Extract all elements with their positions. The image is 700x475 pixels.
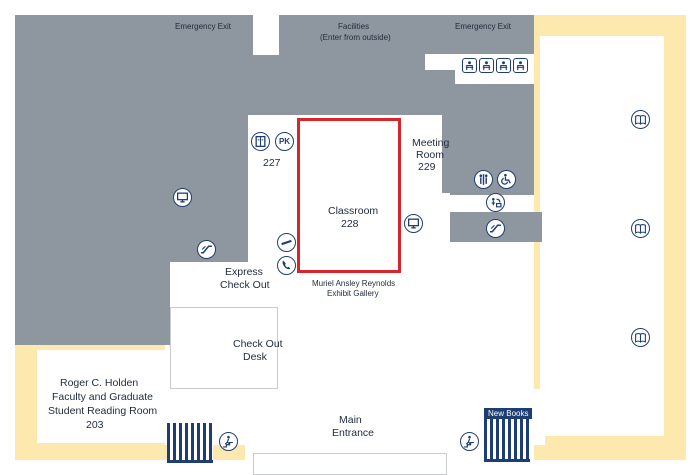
reading-room bbox=[37, 350, 165, 445]
entrance-vestibule bbox=[253, 453, 447, 475]
reading-room-label-2: Faculty and Graduate bbox=[52, 391, 153, 403]
stairs-icon bbox=[219, 432, 238, 451]
corridor-227 bbox=[248, 115, 296, 193]
emergency-exit-left-label: Emergency Exit bbox=[175, 22, 232, 31]
book-icon bbox=[631, 110, 650, 129]
restroom-icon bbox=[474, 170, 493, 189]
reading-room-label-1: Roger C. Holden bbox=[60, 377, 139, 389]
express-checkout-label-line2: Check Out bbox=[220, 279, 270, 291]
book-icon bbox=[631, 219, 650, 238]
stairs-right bbox=[484, 418, 530, 462]
classroom-228-highlight[interactable] bbox=[297, 118, 401, 273]
classroom-number-label: 228 bbox=[341, 218, 359, 230]
stairs-icon bbox=[460, 432, 479, 451]
facilities-label: Facilities bbox=[338, 22, 370, 31]
exhibit-gallery-label-line2: Exhibit Gallery bbox=[327, 289, 379, 298]
study-carrel-icon bbox=[496, 58, 511, 73]
book-icon bbox=[631, 328, 650, 347]
computer-icon bbox=[404, 214, 423, 233]
facilities-note-label: (Enter from outside) bbox=[320, 33, 391, 42]
study-carrel-icon bbox=[479, 58, 494, 73]
reading-room-number-label: 203 bbox=[86, 419, 104, 431]
checkout-desk-area bbox=[170, 307, 278, 389]
building-mass-right-upper bbox=[440, 15, 542, 195]
meeting-room-label: Meeting bbox=[412, 137, 450, 149]
new-books-badge: New Books bbox=[484, 408, 533, 419]
stairs-left bbox=[167, 423, 213, 463]
main-entrance-label-line2: Entrance bbox=[332, 427, 375, 439]
meeting-room-229 bbox=[400, 115, 442, 193]
pk-icon: PK bbox=[275, 132, 294, 151]
room-227-label: 227 bbox=[263, 157, 281, 169]
pk-label: PK bbox=[278, 137, 291, 146]
meeting-room-number-label: 229 bbox=[418, 161, 436, 173]
exhibit-gallery-label: Muriel Ansley Reynolds bbox=[312, 279, 396, 288]
meeting-room-label-line2: Room bbox=[416, 149, 445, 161]
escalator-icon bbox=[197, 240, 216, 259]
exit-notch-left bbox=[253, 15, 279, 55]
study-carrel-icon bbox=[513, 58, 528, 73]
phone-icon bbox=[277, 256, 296, 275]
water-fountain-icon bbox=[486, 193, 505, 212]
escalator-icon bbox=[486, 219, 505, 238]
study-carrel-icon bbox=[462, 58, 477, 73]
computer-icon bbox=[173, 188, 192, 207]
main-entrance-label: Main bbox=[339, 414, 362, 426]
express-checkout-label: Express bbox=[225, 266, 263, 278]
accessible-icon bbox=[497, 170, 516, 189]
classroom-label: Classroom bbox=[328, 205, 379, 217]
checkout-desk-label-line2: Desk bbox=[243, 351, 267, 363]
checkout-desk-label: Check Out bbox=[233, 338, 283, 350]
emergency-exit-right-label: Emergency Exit bbox=[455, 22, 512, 31]
charging-icon bbox=[277, 233, 296, 252]
reading-room-label-3: Student Reading Room bbox=[48, 405, 158, 417]
elevator-icon bbox=[251, 132, 270, 151]
